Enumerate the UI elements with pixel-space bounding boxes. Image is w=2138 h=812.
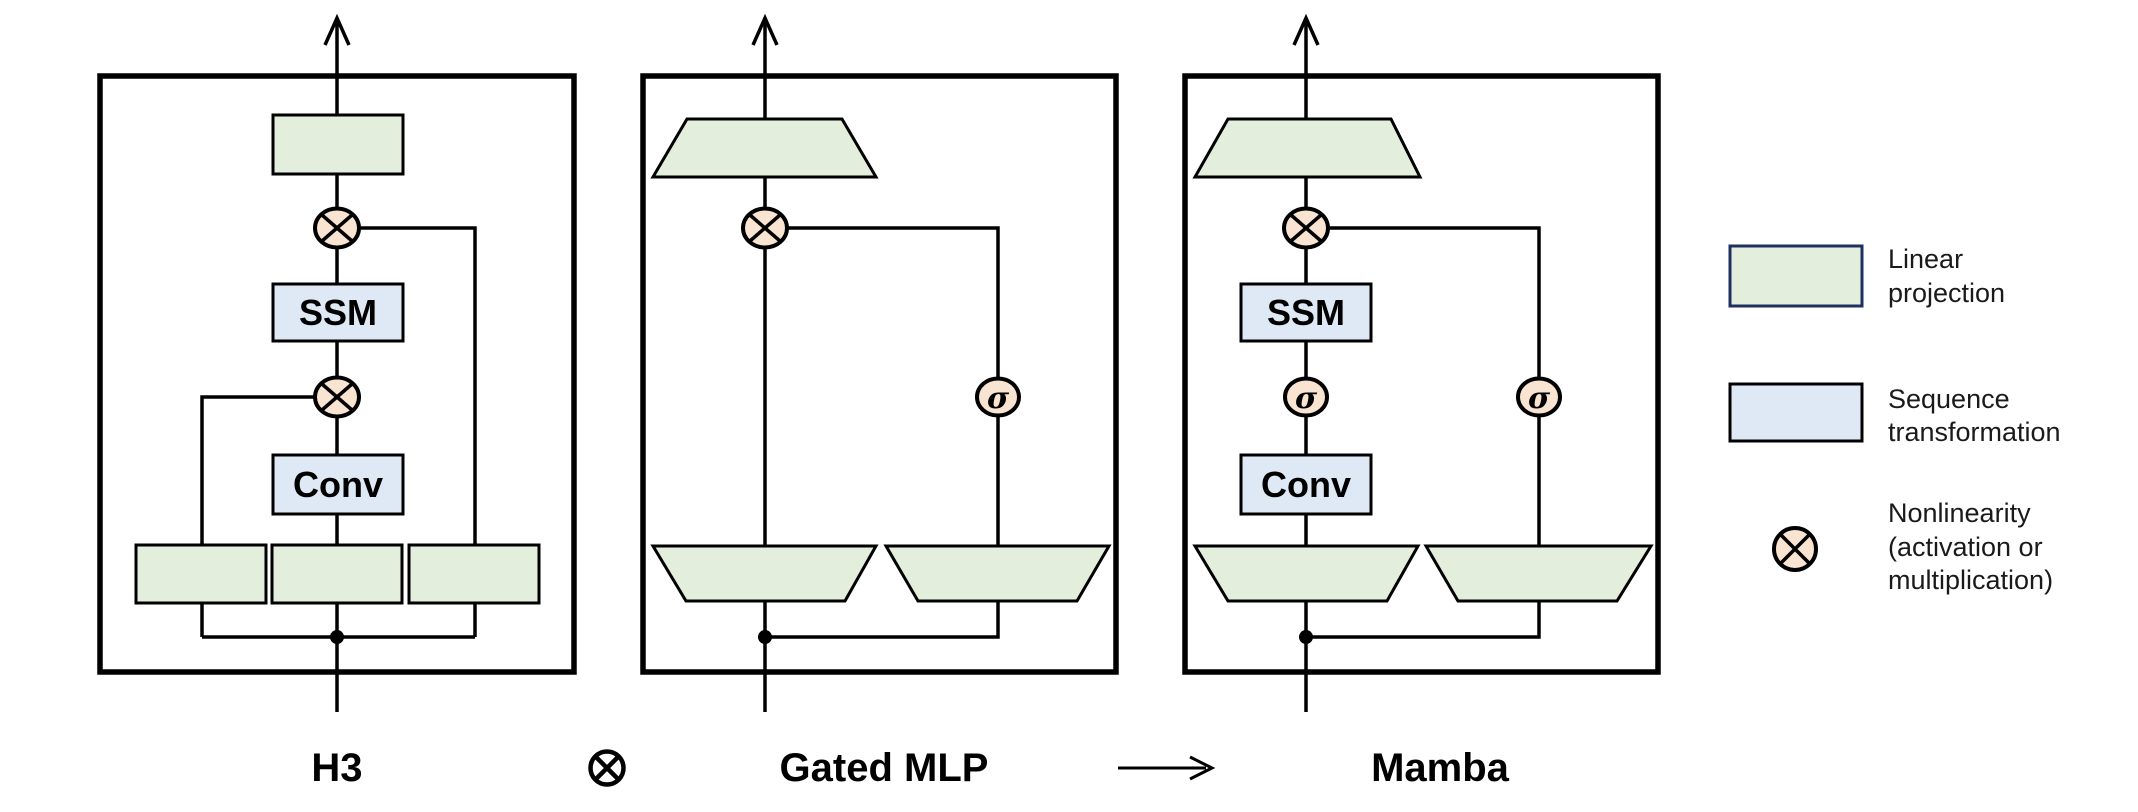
legend-nonlinearity-line1: Nonlinearity [1888, 498, 2031, 528]
gated-mlp-block: σ [640, 13, 1119, 712]
mamba-conv-label: Conv [1261, 464, 1351, 505]
gated-mlp-multiply-icon [741, 206, 789, 250]
gated-mlp-title: Gated MLP [780, 746, 989, 790]
h3-input-projection-left [134, 543, 268, 605]
circle-times-icon [588, 749, 626, 787]
footer-labels: H3 Gated MLP Mamba [311, 746, 1509, 790]
legend-nonlinearity-line3: multiplication) [1888, 565, 2053, 595]
h3-conv-box [271, 453, 405, 516]
svg-text:σ: σ [1528, 381, 1551, 416]
mamba-junction-dot [1299, 630, 1313, 644]
h3-ssm-label: SSM [299, 292, 377, 333]
legend-sequence-transformation-line2: transformation [1888, 417, 2061, 447]
mamba-sigma-activation-icon: σ [1283, 376, 1329, 418]
legend: Linear projection Sequence transformatio… [1728, 244, 2061, 595]
mamba-input-projection-left-trapezoid [1192, 544, 1421, 603]
legend-nonlinearity-line2: (activation or [1888, 532, 2043, 562]
h3-output-projection-box [271, 113, 405, 176]
legend-sequence-transformation-line1: Sequence [1888, 384, 2010, 414]
mamba-ssm-label: SSM [1267, 292, 1345, 333]
mamba-input-projection-right-trapezoid [1423, 544, 1654, 603]
gated-mlp-output-projection-trapezoid [650, 117, 879, 179]
mamba-block: SSM σ Conv σ [1182, 13, 1661, 712]
right-arrow-icon [1118, 755, 1216, 781]
h3-flow-lines [200, 13, 477, 712]
mamba-conv-box [1239, 453, 1373, 516]
h3-input-projection-right [407, 543, 541, 605]
h3-multiply-icon-2 [313, 375, 361, 419]
legend-linear-projection-swatch [1728, 244, 1864, 308]
legend-sequence-transformation-swatch [1728, 382, 1864, 443]
mamba-multiply-icon [1282, 206, 1330, 250]
mamba-ssm-box [1239, 282, 1373, 343]
gated-mlp-sigma-activation-icon: σ [975, 376, 1021, 418]
svg-text:σ: σ [1295, 381, 1318, 416]
gated-mlp-input-projection-left-trapezoid [650, 544, 879, 603]
h3-input-projection-middle [270, 543, 404, 605]
h3-conv-label: Conv [293, 464, 383, 505]
mamba-output-projection-trapezoid [1192, 117, 1423, 179]
legend-nonlinearity-icon [1772, 526, 1818, 572]
h3-title: H3 [311, 746, 362, 790]
h3-multiply-icon [313, 206, 361, 250]
mamba-gate-sigma-activation-icon: σ [1516, 376, 1562, 418]
h3-junction-dot [330, 630, 344, 644]
h3-block: SSM Conv [97, 13, 577, 712]
legend-linear-projection-line1: Linear [1888, 244, 1963, 274]
gated-mlp-input-projection-right-trapezoid [883, 544, 1112, 603]
gated-mlp-junction-dot [758, 630, 772, 644]
h3-ssm-box [271, 282, 405, 343]
svg-text:σ: σ [987, 381, 1010, 416]
legend-linear-projection-line2: projection [1888, 278, 2005, 308]
mamba-title: Mamba [1371, 746, 1510, 790]
